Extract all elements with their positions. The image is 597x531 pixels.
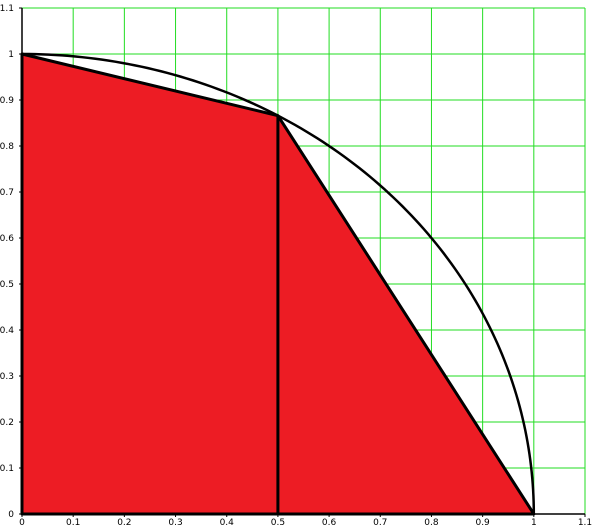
y-tick-label: 0.6 <box>0 234 14 244</box>
axes <box>19 7 586 517</box>
x-tick-label: 0.4 <box>220 518 235 528</box>
y-tick-label: 0.9 <box>0 96 14 106</box>
quarter-circle-arc <box>21 52 536 515</box>
x-tick-label: 0.2 <box>117 518 131 528</box>
x-tick-label: 0.1 <box>66 518 80 528</box>
y-tick-label: 0.7 <box>0 188 14 198</box>
x-tick-label: 1.1 <box>578 518 592 528</box>
y-tick-label: 0.5 <box>0 280 14 290</box>
y-tick-label: 0.4 <box>0 326 14 336</box>
y-tick-label: 1 <box>8 50 14 60</box>
x-tick-label: 0.6 <box>322 518 337 528</box>
x-tick-label: 0.8 <box>424 518 439 528</box>
y-tick-label: 0.8 <box>0 142 14 152</box>
x-tick-label: 0.7 <box>373 518 387 528</box>
y-tick-label: 0.2 <box>0 418 14 428</box>
x-tick-label: 0.3 <box>168 518 182 528</box>
x-tick-label: 1 <box>531 518 537 528</box>
y-tick-label: 0 <box>8 510 14 520</box>
x-tick-label: 0.5 <box>271 518 285 528</box>
tick-labels: 0 0.1 0.2 0.3 0.4 0.5 0.6 0.7 0.8 0.9 1 1.1 0 0.1 0.2 0… <box>0 4 592 528</box>
x-tick-label: 0 <box>19 518 25 528</box>
curve-layer <box>21 52 536 515</box>
x-tick-label: 0.9 <box>475 518 490 528</box>
y-tick-label: 1.1 <box>0 4 14 14</box>
y-tick-label: 0.1 <box>0 464 14 474</box>
y-tick-label: 0.3 <box>0 372 14 382</box>
